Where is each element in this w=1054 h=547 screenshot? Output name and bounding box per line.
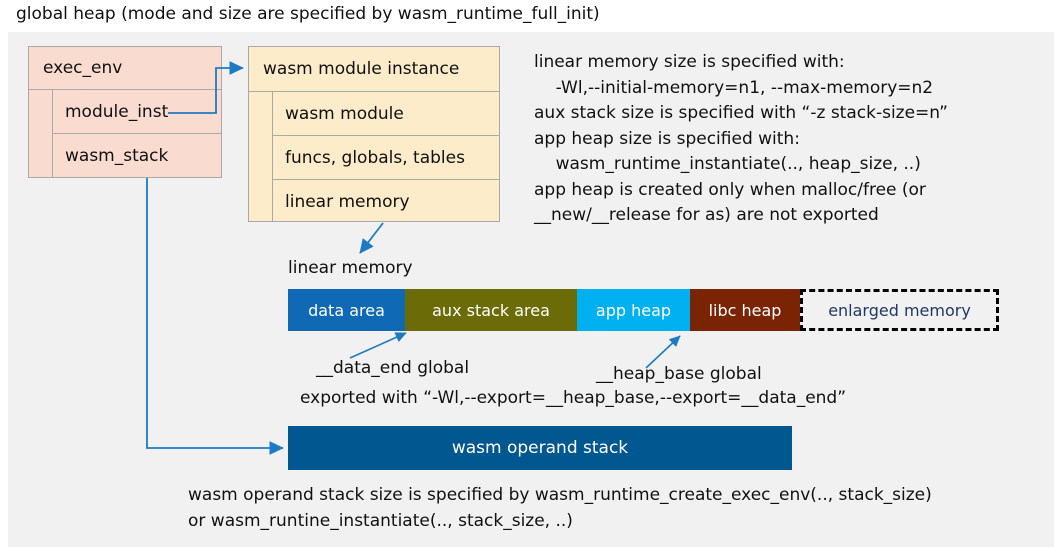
module-instance-row-wasm-module: wasm module xyxy=(273,92,499,136)
exec-env-row-module-inst: module_inst xyxy=(53,90,221,134)
exec-env-row-wasm-stack: wasm_stack xyxy=(65,146,169,166)
exec-env-box: exec_env module_inst wasm_stack xyxy=(28,46,222,178)
memory-config-notes: linear memory size is specified with: -W… xyxy=(534,52,948,225)
exec-env-header: exec_env xyxy=(29,47,221,90)
module-instance-gutter xyxy=(249,92,273,222)
wasm-operand-stack-box: wasm operand stack xyxy=(288,426,792,470)
annotation-heap-base: __heap_base global xyxy=(596,364,762,384)
page-title: global heap (mode and size are specified… xyxy=(16,4,600,24)
module-instance-row-linear-memory: linear memory xyxy=(285,192,410,212)
memory-segment-app-heap: app heap xyxy=(577,289,690,331)
module-instance-header: wasm module instance xyxy=(249,47,499,92)
exec-env-gutter xyxy=(29,90,53,178)
wasm-module-instance-box: wasm module instance wasm module funcs, … xyxy=(248,46,500,222)
memory-segment-enlarged-memory: enlarged memory xyxy=(800,289,999,331)
module-instance-rows: wasm module funcs, globals, tables linea… xyxy=(273,92,499,222)
memory-segment-aux-stack-area: aux stack area xyxy=(405,289,577,331)
memory-segment-data-area: data area xyxy=(288,289,405,331)
operand-stack-notes: wasm operand stack size is specified by … xyxy=(188,485,932,531)
linear-memory-label: linear memory xyxy=(288,258,413,278)
annotation-data-end: __data_end global xyxy=(316,358,470,378)
module-instance-body: wasm module funcs, globals, tables linea… xyxy=(249,92,499,222)
annotation-exported-with: exported with “-Wl,--export=__heap_base,… xyxy=(300,388,847,408)
module-instance-row-funcs-globals-tables: funcs, globals, tables xyxy=(273,136,499,180)
exec-env-body: module_inst wasm_stack xyxy=(29,90,221,178)
exec-env-rows: module_inst wasm_stack xyxy=(53,90,221,178)
memory-segment-libc-heap: libc heap xyxy=(690,289,800,331)
